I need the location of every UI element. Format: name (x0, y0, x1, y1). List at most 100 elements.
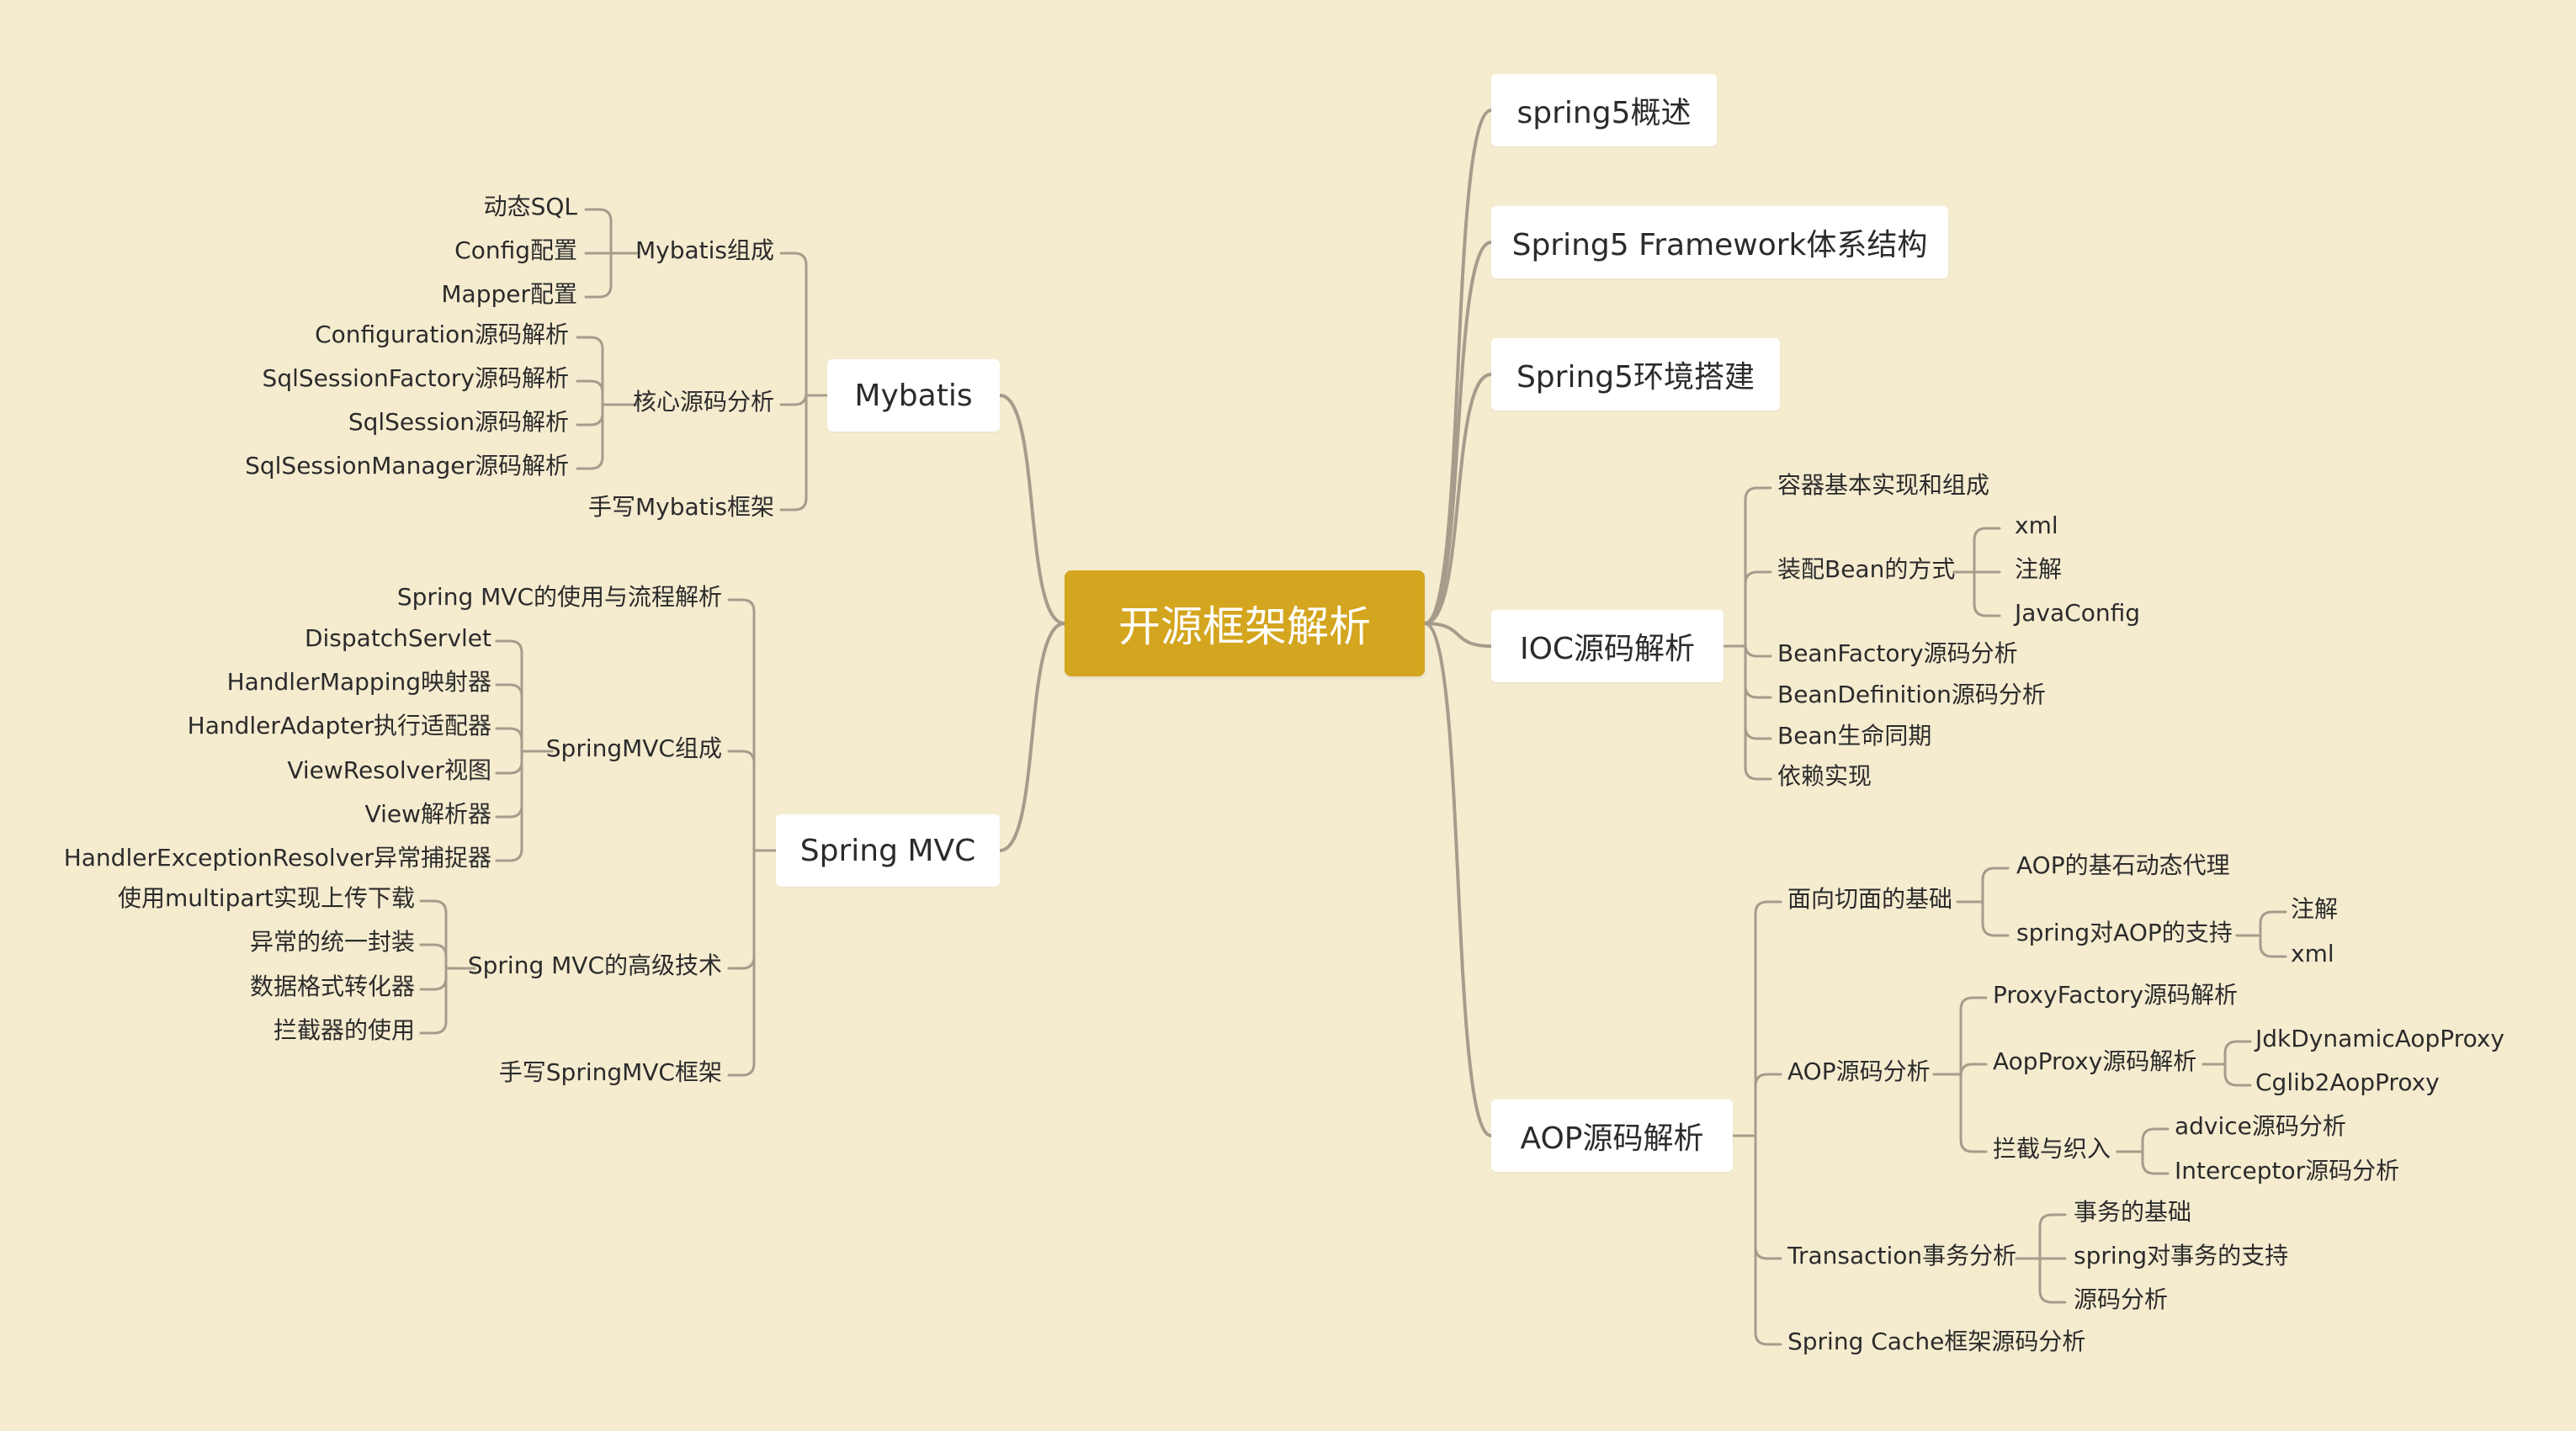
connector-mvc-comp-0 (495, 639, 554, 753)
connector-mybatis-1 (779, 392, 829, 406)
ioc-container[interactable]: 容器基本实现和组成 (1777, 471, 1990, 499)
ioc-assembly-xml[interactable]: xml (2015, 511, 2058, 539)
connector-mybatis-core-0 (576, 336, 638, 406)
mvc-multipart[interactable]: 使用multipart实现上传下载 (118, 884, 415, 912)
ioc-bean-assembly[interactable]: 装配Bean的方式 (1777, 555, 1956, 583)
connector-left-1 (998, 622, 1066, 852)
mybatis-config[interactable]: Config配置 (454, 236, 577, 264)
connector-mvc-adv-1 (419, 943, 476, 970)
branch-spring5-overview[interactable]: spring5概述 (1491, 74, 1717, 146)
connector-mvc-adv-0 (419, 899, 476, 970)
connector-left-0 (998, 394, 1066, 625)
mvc-handler-adapter[interactable]: HandlerAdapter执行适配器 (187, 712, 491, 739)
connector-aop-src-2 (1932, 1073, 1988, 1153)
connector-ioc-5 (1722, 644, 1772, 781)
connector-aop-proxy-0 (2202, 1040, 2252, 1066)
connector-mvc-comp-1 (495, 683, 554, 753)
aop-cglib-proxy[interactable]: Cglib2AopProxy (2255, 1068, 2440, 1096)
mvc-handler-mapping[interactable]: HandlerMapping映射器 (226, 668, 491, 696)
branch-aop[interactable]: AOP源码解析 (1491, 1100, 1733, 1172)
connector-mybatis-2 (779, 394, 829, 511)
connector-ioc-2 (1722, 644, 1772, 658)
connector-mvc-adv-3 (419, 967, 476, 1035)
mybatis-configuration[interactable]: Configuration源码解析 (315, 321, 569, 348)
connector-aop-support-1 (2235, 934, 2287, 958)
ioc-assembly-javaconfig[interactable]: JavaConfig (2015, 599, 2140, 627)
mybatis-sqlsessionmanager[interactable]: SqlSessionManager源码解析 (245, 452, 569, 480)
aop-jdk-proxy[interactable]: JdkDynamicAopProxy (2255, 1025, 2504, 1052)
mybatis-sqlsession[interactable]: SqlSession源码解析 (348, 408, 569, 436)
mvc-advanced[interactable]: Spring MVC的高级技术 (467, 951, 722, 979)
mvc-dispatch-servlet[interactable]: DispatchServlet (304, 624, 491, 652)
aop-advice[interactable]: advice源码分析 (2175, 1112, 2346, 1140)
aop-aopproxy[interactable]: AopProxy源码解析 (1993, 1047, 2197, 1075)
connector-mybatis-comp-2 (584, 252, 638, 299)
connector-aop-3 (1731, 1134, 1782, 1346)
aop-transaction[interactable]: Transaction事务分析 (1787, 1242, 2017, 1269)
aop-interceptor[interactable]: Interceptor源码分析 (2175, 1157, 2400, 1185)
mvc-exception-wrap[interactable]: 异常的统一封装 (249, 928, 415, 956)
connector-mybatis-comp-0 (584, 208, 638, 255)
aop-proxyfactory[interactable]: ProxyFactory源码解析 (1993, 981, 2238, 1009)
connector-mybatis-core-1 (576, 379, 638, 406)
ioc-bean-lifecycle[interactable]: Bean生命同期 (1777, 722, 1932, 750)
mvc-interceptor[interactable]: 拦截器的使用 (273, 1016, 415, 1044)
connector-mvc-comp-2 (495, 727, 554, 753)
connector-mybatis-core-3 (576, 403, 638, 470)
connector-right-4 (1423, 622, 1493, 1137)
connector-ioc-bean-0 (1952, 527, 2001, 574)
connector-mvc-comp-5 (495, 750, 554, 862)
aop-dynamic-proxy[interactable]: AOP的基石动态代理 (2016, 851, 2230, 879)
connector-aop-1 (1731, 1073, 1782, 1137)
branch-spring-mvc[interactable]: Spring MVC (776, 814, 1000, 887)
tx-spring-support[interactable]: spring对事务的支持 (2074, 1242, 2289, 1269)
mvc-handwrite[interactable]: 手写SpringMVC框架 (498, 1058, 722, 1086)
tx-source[interactable]: 源码分析 (2074, 1285, 2169, 1313)
branch-ioc[interactable]: IOC源码解析 (1491, 610, 1724, 682)
aop-intercept-weave[interactable]: 拦截与织入 (1993, 1135, 2111, 1163)
connector-mvc-comp-4 (495, 750, 554, 819)
connector-aop-weave-1 (2116, 1150, 2170, 1175)
mybatis-handwrite[interactable]: 手写Mybatis框架 (587, 493, 774, 521)
mvc-exception-resolver[interactable]: HandlerExceptionResolver异常捕捉器 (63, 844, 491, 872)
mybatis-sqlsessionfactory[interactable]: SqlSessionFactory源码解析 (262, 364, 569, 392)
aop-spring-support[interactable]: spring对AOP的支持 (2016, 919, 2233, 946)
connector-right-0 (1423, 109, 1493, 625)
connector-right-3 (1423, 622, 1493, 648)
mybatis-composition[interactable]: Mybatis组成 (635, 236, 774, 264)
root-node[interactable]: 开源框架解析 (1065, 570, 1425, 676)
mvc-composition[interactable]: SpringMVC组成 (545, 734, 722, 762)
ioc-assembly-annotation[interactable]: 注解 (2015, 555, 2063, 583)
connector-mvc-1 (727, 750, 778, 852)
connector-aop-proxy-1 (2202, 1063, 2252, 1087)
aop-support-annotation[interactable]: 注解 (2291, 895, 2339, 923)
connector-mvc-adv-2 (419, 967, 476, 991)
mvc-formatter[interactable]: 数据格式转化器 (249, 973, 415, 1000)
connector-ioc-0 (1722, 486, 1772, 648)
branch-spring5-framework[interactable]: Spring5 Framework体系结构 (1491, 206, 1948, 278)
aop-spring-cache[interactable]: Spring Cache框架源码分析 (1787, 1328, 2086, 1355)
connector-right-2 (1423, 373, 1493, 625)
aop-support-xml[interactable]: xml (2291, 940, 2334, 967)
aop-source-analysis[interactable]: AOP源码分析 (1787, 1057, 1931, 1085)
ioc-beandefinition[interactable]: BeanDefinition源码分析 (1777, 681, 2046, 708)
ioc-beanfactory[interactable]: BeanFactory源码分析 (1777, 639, 2018, 667)
connector-mybatis-core-2 (576, 403, 638, 427)
mvc-usage-flow[interactable]: Spring MVC的使用与流程解析 (396, 583, 722, 611)
tx-basics[interactable]: 事务的基础 (2074, 1198, 2192, 1226)
connector-ioc-bean-2 (1952, 570, 2001, 617)
branch-spring5-env[interactable]: Spring5环境搭建 (1491, 338, 1780, 411)
mybatis-dynamic-sql[interactable]: 动态SQL (483, 193, 577, 220)
ioc-dependency[interactable]: 依赖实现 (1777, 762, 1872, 790)
mvc-view-resolver[interactable]: ViewResolver视图 (287, 756, 491, 784)
branch-mybatis[interactable]: Mybatis (827, 359, 1000, 432)
mvc-view[interactable]: View解析器 (364, 800, 491, 828)
mybatis-core-source[interactable]: 核心源码分析 (632, 388, 774, 416)
connector-aop-tx-2 (2015, 1257, 2067, 1304)
connector-mvc-2 (727, 849, 778, 970)
mybatis-mapper[interactable]: Mapper配置 (441, 280, 577, 308)
connector-aop-tx-0 (2015, 1213, 2067, 1260)
aop-aspect-basics[interactable]: 面向切面的基础 (1787, 885, 1953, 913)
